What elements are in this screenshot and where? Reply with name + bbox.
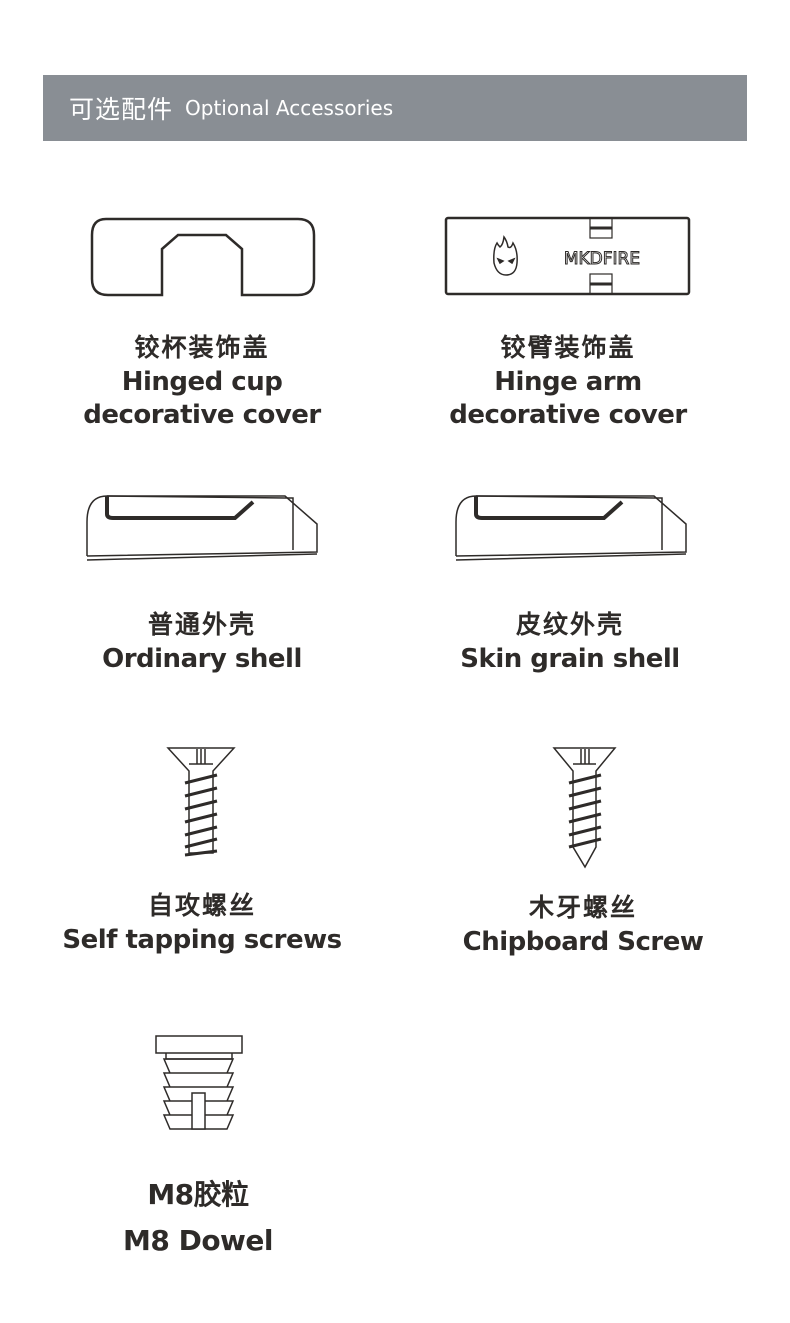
item-title-cn: 自攻螺丝 [147,891,256,920]
item-hinged-cup-cover: 铰杯装饰盖 Hinged cup decorative cover [22,330,382,432]
header-title-cn: 可选配件 [69,95,174,124]
skin-grain-shell-image [455,495,687,561]
item-title-en-2: decorative cover [83,400,321,430]
self-tapping-screw-image [166,747,236,857]
m8-dowel-image [155,1035,243,1130]
item-title-cn: 铰杯装饰盖 [134,333,270,362]
header-title-en: Optional Accessories [185,96,394,120]
item-title-en: Chipboard Screw [462,927,704,957]
item-title-cn: 皮纹外壳 [515,610,624,639]
item-self-tapping-screws: 自攻螺丝 Self tapping screws [22,888,382,957]
item-title-en: M8 Dowel [122,1224,274,1257]
item-title-en-2: decorative cover [449,400,687,430]
item-title-en: Ordinary shell [102,644,302,674]
hinged-cup-cover-image [90,217,316,297]
section-header: 可选配件 Optional Accessories [43,75,747,141]
brand-logo-text: MKDFIRE [564,249,640,269]
item-title-en: Skin grain shell [460,644,680,674]
item-title-cn: 木牙螺丝 [528,893,637,922]
item-skin-grain-shell: 皮纹外壳 Skin grain shell [390,607,750,676]
flame-mascot-icon [493,235,518,276]
item-hinge-arm-cover: 铰臂装饰盖 Hinge arm decorative cover [388,330,748,432]
item-m8-dowel: M8胶粒 M8 Dowel [18,1175,378,1267]
item-title-cn: 普通外壳 [147,610,256,639]
item-title-en: Hinge arm [494,367,642,397]
item-ordinary-shell: 普通外壳 Ordinary shell [22,607,382,676]
ordinary-shell-image [86,495,318,561]
item-title-cn: M8胶粒 [147,1178,249,1211]
item-title-en: Hinged cup [121,367,283,397]
item-title-en: Self tapping screws [62,925,342,955]
item-chipboard-screw: 木牙螺丝 Chipboard Screw [403,890,763,959]
chipboard-screw-image [552,747,617,869]
hinge-arm-cover-image: MKDFIRE [444,216,691,296]
item-title-cn: 铰臂装饰盖 [500,333,636,362]
